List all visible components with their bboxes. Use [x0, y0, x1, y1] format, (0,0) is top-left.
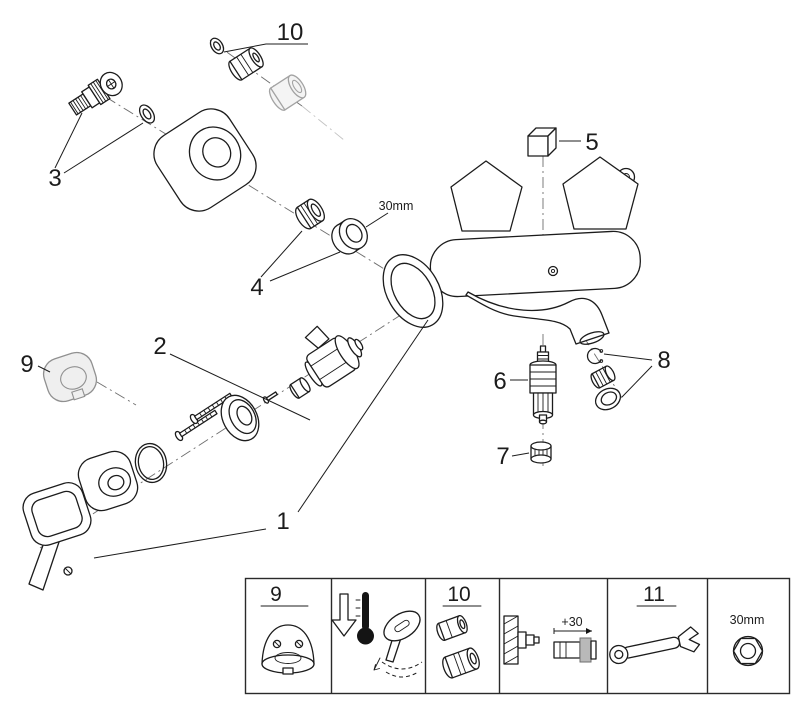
part-3-washer: [138, 104, 156, 124]
callout-10: 10: [277, 19, 304, 46]
legend-10-label: 10: [447, 583, 470, 606]
callout-6: 6: [493, 368, 506, 395]
part-3-s-union: [68, 71, 123, 116]
body-opening-flange: [382, 254, 444, 328]
part-1-o-ring: [134, 442, 168, 484]
part-1-dome-escutcheon: [77, 450, 139, 512]
temperature-limiter-icon: [331, 592, 374, 645]
legend-cell-10: 10: [436, 583, 482, 679]
legend-strip: 9: [244, 577, 791, 695]
callout-2: 2: [153, 333, 166, 360]
mixer-body: [429, 230, 641, 298]
callout-7: 7: [496, 443, 509, 470]
spout: [465, 291, 610, 345]
part-10-check-valve-alt: [268, 74, 307, 111]
callout-3: 3: [48, 165, 61, 192]
check-valve-icon: [442, 647, 480, 679]
legend-cell-9: 9: [260, 583, 315, 675]
part-3-escutcheon: [153, 108, 257, 212]
nut-size-label: 30mm: [379, 199, 414, 213]
legend-border: [244, 577, 791, 695]
part-7-cap: [530, 441, 552, 464]
part-6-cartridge: [529, 345, 557, 425]
faucet-body-assembly: [382, 156, 641, 345]
part-8-insert: [590, 365, 616, 389]
part-4-insert-ring: [295, 198, 325, 230]
part-9-cap: [42, 351, 98, 403]
legend-9-label: 9: [270, 583, 282, 606]
part-8-ring: [594, 387, 622, 411]
part-10-check-valve: [228, 47, 264, 81]
legend-cell-nut: 30mm: [730, 613, 765, 667]
part-2-grub-screw: [262, 391, 278, 404]
part-2-screw-b: [189, 392, 233, 425]
escutcheon-cap-icon: [261, 624, 315, 675]
part-1-handle: [22, 481, 92, 591]
check-valve-icon: [436, 615, 468, 641]
extension-offset-label: +30: [561, 615, 582, 629]
part-5-cube-plug: [527, 127, 557, 157]
wall-extension-icon: [503, 615, 597, 665]
part-4-union-nut: [331, 217, 368, 255]
tool-size-label: 30mm: [730, 613, 765, 627]
callout-4: 4: [250, 274, 263, 301]
callout-8: 8: [657, 347, 670, 374]
hex-nut-icon: [732, 635, 764, 667]
legend-cell-temperature: [331, 592, 423, 678]
part-2-adapter: [289, 377, 311, 399]
lever-handle-icon: [373, 610, 423, 678]
part-2-escutcheon-ring: [220, 394, 260, 442]
open-end-wrench-icon: [609, 626, 701, 665]
callout-labels: 1 2 3 4 5 6 7 8 9 10 30mm: [20, 19, 670, 535]
legend-cell-extension: +30: [503, 615, 597, 665]
leader-lines: [37, 43, 653, 559]
part-10-gasket: [209, 37, 225, 55]
legend-11-label: 11: [643, 583, 665, 606]
callout-9: 9: [20, 351, 33, 378]
right-wall-escutcheon: [562, 156, 639, 230]
legend-cell-11: 11: [609, 583, 701, 665]
part-8-circlip: [586, 347, 604, 365]
left-wall-escutcheon: [450, 160, 523, 232]
callout-5: 5: [585, 129, 598, 156]
callout-1: 1: [276, 508, 289, 535]
part-2-valve-assembly: [304, 325, 364, 388]
diverter-port: [547, 265, 559, 277]
spout-outlet: [579, 331, 605, 345]
